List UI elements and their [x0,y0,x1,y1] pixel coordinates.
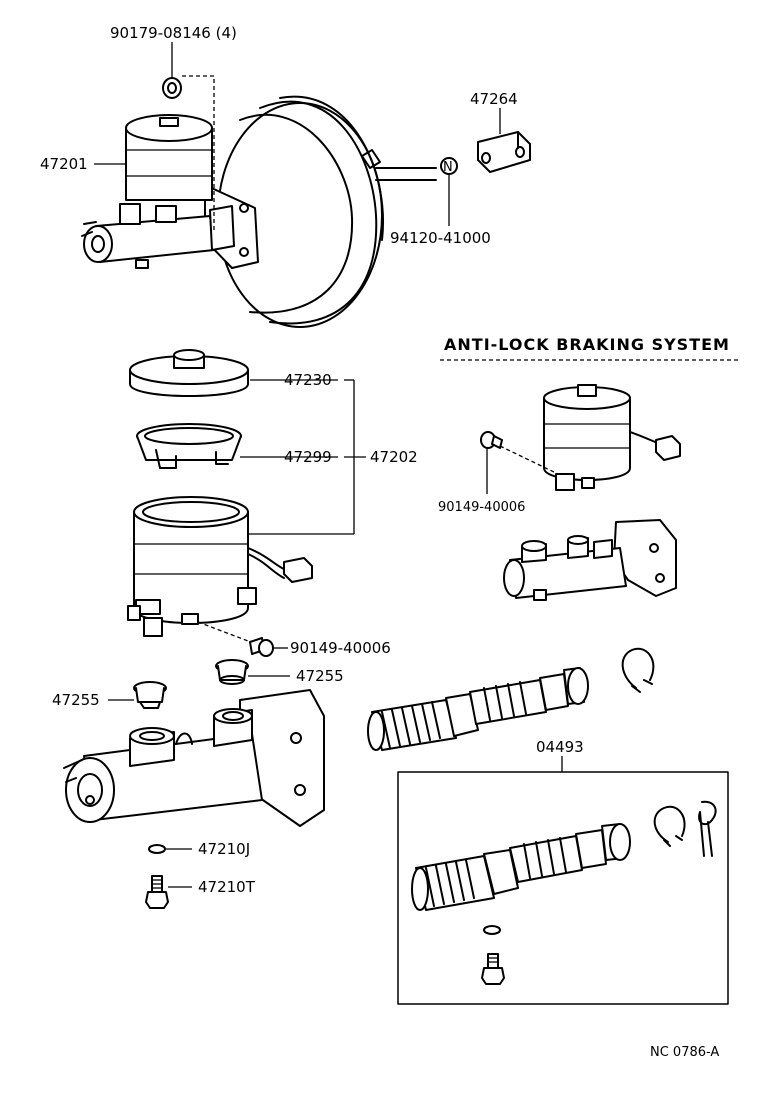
abs-title: ANTI-LOCK BRAKING SYSTEM [444,335,730,354]
label-reservoir-screw: 90149-40006 [290,639,391,657]
kit-pin [698,800,717,857]
snap-ring [621,647,655,693]
repair-kit-box [397,756,729,1005]
reservoir-tank [127,496,313,645]
gasket [148,844,192,854]
label-bolt-top: 90179-08146 (4) [110,24,237,42]
label-repair-kit: 04493 [536,738,584,756]
grommet-right [215,659,290,685]
label-strainer: 47299 [284,448,332,466]
stop-bolt [145,875,192,909]
label-abs-screw: 90149-40006 [438,500,525,515]
label-stop-bolt: 47210T [198,878,256,896]
kit-snap-ring [653,805,686,847]
clevis [477,108,531,173]
label-pushrod-nut: 94120-41000 [390,229,491,247]
brake-booster [217,95,437,328]
kit-gasket [483,925,501,935]
abs-reservoir [499,384,681,491]
pushrod-nut: N [440,157,458,226]
master-cylinder-assembly-top [81,114,259,269]
label-reservoir-assy: 47202 [370,448,418,466]
reservoir-cap [129,349,338,397]
label-grommet-left: 47255 [52,691,100,709]
reservoir-screw [249,637,288,657]
label-clevis: 47264 [470,90,518,108]
strainer [136,423,338,469]
kit-stop-bolt [481,953,505,985]
label-reservoir-cap: 47230 [284,371,332,389]
reservoir-assembly-bracket [248,379,366,535]
leader-lines [94,42,173,165]
piston-assembly [367,667,589,751]
abs-master-cylinder [503,519,677,601]
label-master-cylinder-assy: 47201 [40,155,88,173]
master-cylinder-body [63,689,325,827]
kit-piston-assembly [411,823,631,911]
label-gasket: 47210J [198,840,250,858]
abs-screw [480,431,503,494]
label-grommet-right: 47255 [296,667,344,685]
grommet-left [108,681,167,709]
figure-code: NC 0786-A [650,1045,719,1060]
svg-text:N: N [443,160,453,175]
